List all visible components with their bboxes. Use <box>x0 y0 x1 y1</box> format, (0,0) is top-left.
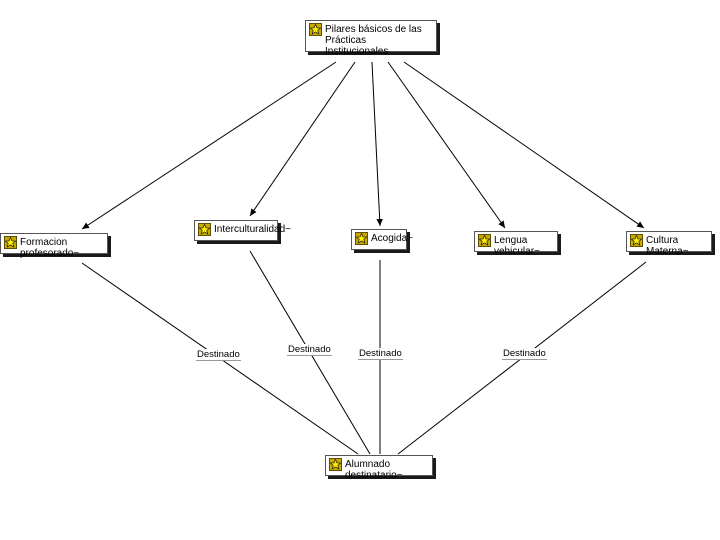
arrow-pilares-to-interculturalidad <box>249 61 356 217</box>
concept-node-label: Acogida~ <box>371 233 413 244</box>
arrow-pilares-to-cultura <box>403 61 645 229</box>
star-badge-icon <box>630 234 643 247</box>
concept-node-pilares[interactable]: Pilares básicos de las Prácticas Institu… <box>305 20 437 57</box>
concept-node-alumnado[interactable]: Alumnado destinatario~ <box>325 455 433 481</box>
concept-node-label: Formacion profesorado~ <box>20 237 80 259</box>
concept-node-interculturalidad[interactable]: Interculturalidad~ <box>194 220 291 241</box>
concept-node-label: Lengua vehicular~ <box>494 235 540 257</box>
concept-node-acogida[interactable]: Acogida~ <box>351 229 413 250</box>
edge-label-interculturalidad: Destinado <box>287 344 332 356</box>
star-badge-icon <box>4 236 17 249</box>
star-badge-icon <box>329 458 342 471</box>
concept-node-lengua[interactable]: Lengua vehicular~ <box>474 231 558 257</box>
arrow-pilares-to-acogida <box>371 61 383 227</box>
edge-label-acogida: Destinado <box>358 348 403 360</box>
edge-label-formacion: Destinado <box>196 349 241 361</box>
edge-label-cultura: Destinado <box>502 348 547 360</box>
concept-node-cultura[interactable]: Cultura Materna~ <box>626 231 712 257</box>
concept-node-label: Pilares básicos de las Prácticas Institu… <box>325 24 422 57</box>
arrow-pilares-to-lengua <box>387 61 506 229</box>
star-badge-icon <box>478 234 491 247</box>
concept-node-label: Cultura Materna~ <box>646 235 689 257</box>
star-badge-icon <box>309 23 322 36</box>
concept-node-formacion[interactable]: Formacion profesorado~ <box>0 233 108 259</box>
star-badge-icon <box>198 223 211 236</box>
arrow-pilares-to-formacion <box>81 61 337 230</box>
star-badge-icon <box>355 232 368 245</box>
concept-node-label: Alumnado destinatario~ <box>345 459 403 481</box>
concept-node-label: Interculturalidad~ <box>214 224 291 235</box>
